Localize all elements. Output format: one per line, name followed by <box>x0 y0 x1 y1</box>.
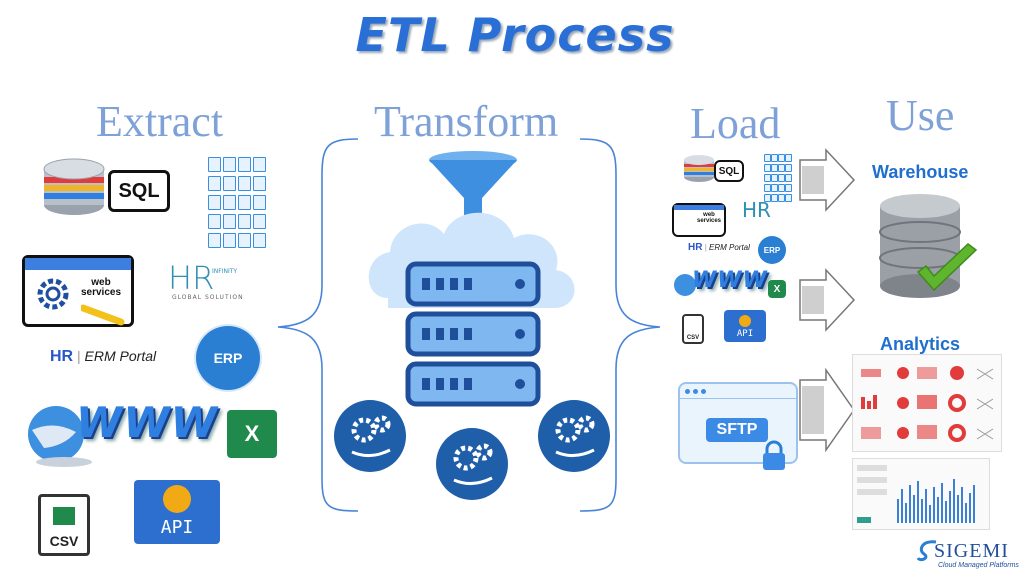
api-icon: API <box>134 480 220 544</box>
sigemi-swoosh-icon <box>916 540 937 562</box>
mini-charts-grid <box>861 366 994 442</box>
hr-infinity-sub: GLOBAL SOLUTION <box>172 294 244 301</box>
web-services-icon: web services <box>672 203 726 237</box>
erp-label: ERP <box>213 350 243 366</box>
hr-infinity-top: INFINITY <box>212 268 238 275</box>
www-label: WWW <box>692 268 768 293</box>
lock-icon <box>763 440 785 470</box>
sftp-label: SFTP <box>706 418 768 442</box>
api-gear-icon <box>739 315 751 327</box>
api-icon: API <box>724 310 766 342</box>
web-services-label: web services <box>80 277 122 298</box>
hr-erm-portal-logo: HR | ERM Portal <box>688 242 750 253</box>
erp-gear-icon: ERP <box>200 330 256 386</box>
hr-brand: HR <box>688 242 703 253</box>
arrow-icon <box>799 268 856 332</box>
excel-label: X <box>244 421 260 446</box>
api-label: API <box>160 517 194 538</box>
checkmark-icon <box>916 243 978 292</box>
gears-overlay <box>351 415 595 485</box>
hr-infinity-mark: HR <box>742 198 771 222</box>
cloud-server-icon <box>368 151 575 407</box>
api-gear-icon <box>163 485 191 513</box>
warehouse-label: Warehouse <box>872 162 969 182</box>
arrow-icon <box>799 148 856 212</box>
excel-label: X <box>773 283 781 295</box>
warehouse-database-icon <box>879 194 978 298</box>
wrench-icon <box>81 304 125 326</box>
excel-icon: X <box>768 280 786 298</box>
arrows-group <box>799 148 856 453</box>
csv-file-icon: CSV <box>682 314 704 344</box>
documents-grid-icon <box>208 157 266 248</box>
erm-portal-label: ERM Portal <box>709 243 750 252</box>
right-brace <box>579 138 661 512</box>
web-services-label: web services <box>696 212 722 224</box>
spreadsheet-grid-icon <box>53 507 75 525</box>
analytics-label: Analytics <box>880 334 961 354</box>
documents-grid-icon <box>764 154 792 202</box>
erp-label: ERP <box>763 245 781 255</box>
gear-icon <box>37 278 69 310</box>
analytics-bar-chart-thumbnail <box>852 458 990 530</box>
csv-label: CSV <box>49 533 79 549</box>
erp-gear-icon: ERP <box>758 236 786 264</box>
erm-portal-label: ERM Portal <box>84 348 157 364</box>
stage-use-label: Use <box>886 91 955 140</box>
sigemi-brand-name: SIGEMI <box>934 540 1009 562</box>
csv-label: CSV <box>686 335 700 341</box>
sigemi-tagline: Cloud Managed Platforms <box>938 562 1019 569</box>
mini-bar-chart <box>857 465 975 523</box>
api-label: API <box>736 329 754 339</box>
database-icon <box>43 158 105 215</box>
analytics-dashboard-thumbnail <box>852 354 1002 452</box>
hr-infinity-logo: HR INFINITY GLOBAL SOLUTION <box>168 262 254 302</box>
left-brace <box>277 138 359 512</box>
sql-logo: SQL <box>108 170 170 212</box>
web-services-icon: web services <box>22 255 134 327</box>
database-icon <box>684 155 714 182</box>
hr-erm-portal-logo: HR | ERM Portal <box>50 348 157 365</box>
hr-brand: HR <box>50 348 74 365</box>
stage-extract-label: Extract <box>96 97 224 146</box>
sftp-window-icon: SFTP <box>678 382 798 464</box>
hr-infinity-mark: HR <box>168 259 215 297</box>
sql-logo: SQL <box>714 160 744 182</box>
stage-transform-label: Transform <box>374 97 559 146</box>
stage-load-label: Load <box>690 99 781 148</box>
globe-icon <box>674 274 696 296</box>
csv-file-icon: CSV <box>38 494 90 556</box>
excel-icon: X <box>227 410 277 458</box>
www-label: WWW <box>76 398 218 447</box>
diagram-title: ETL Process <box>355 8 675 62</box>
globe-icon <box>28 406 92 467</box>
